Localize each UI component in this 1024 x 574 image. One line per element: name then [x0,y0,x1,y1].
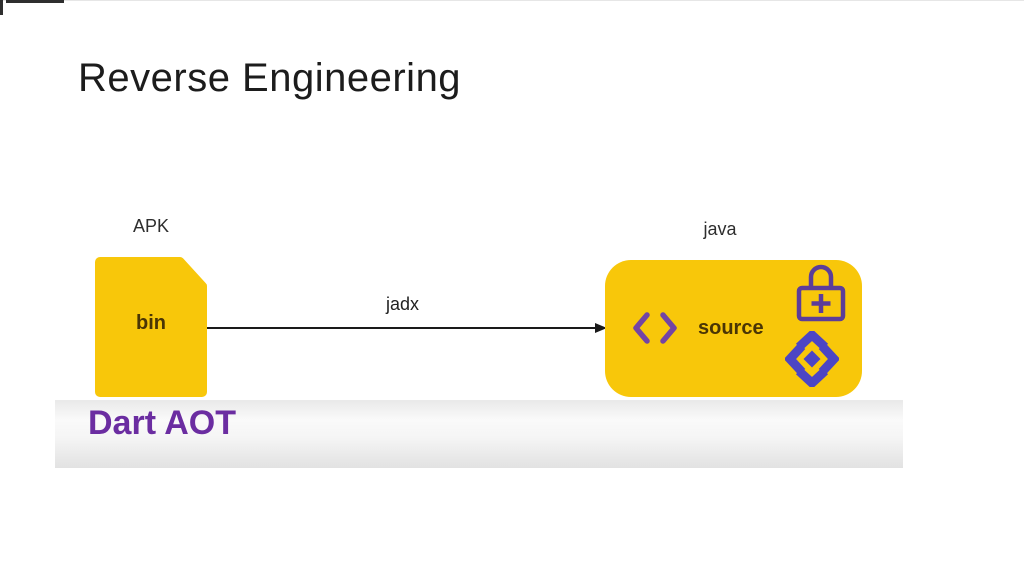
flow-arrow [207,323,607,333]
screen-edge-artifact [0,0,3,15]
file-icon [95,257,207,397]
page-title: Reverse Engineering [78,56,462,100]
apk-node-label: APK [132,216,170,236]
apk-file-shape: bin [95,257,207,397]
java-node-label: java [703,219,737,239]
java-source-box: source [605,260,862,397]
footer-band [55,400,903,468]
screen-edge-artifact [6,0,64,3]
file-caption: Dart AOT [88,404,236,442]
move-arrows-icon [785,331,839,387]
file-content-label: bin [136,312,166,334]
lock-plus-icon [796,264,846,322]
arrow-label: jadx [385,294,420,314]
code-brackets-icon [633,312,677,344]
screen-edge-artifact [0,0,1024,1]
box-content-label: source [698,317,764,339]
